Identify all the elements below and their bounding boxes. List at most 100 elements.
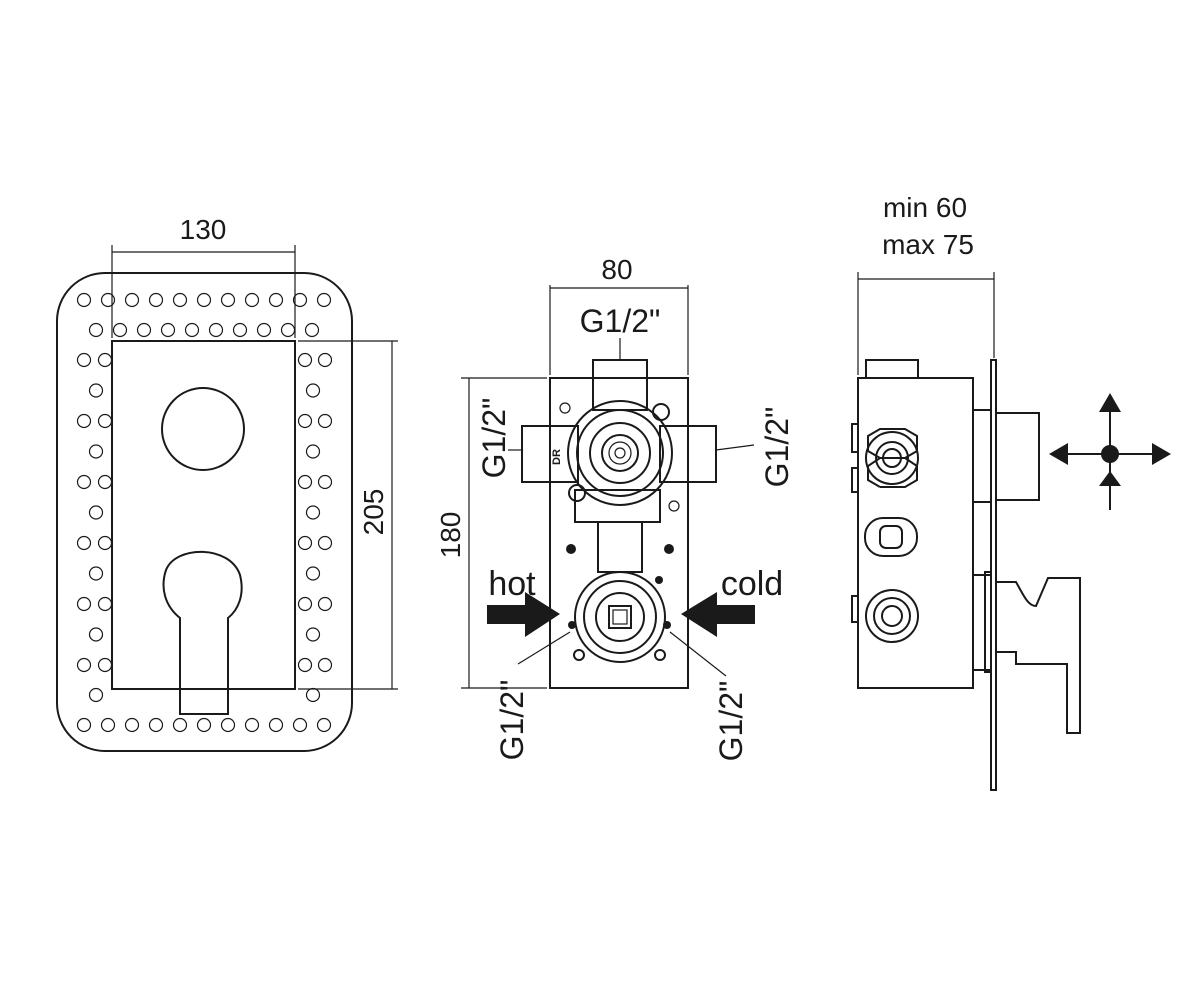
side-view: min 60 max 75 (851, 192, 1171, 791)
mounting-hole (88, 566, 104, 581)
mounting-hole (256, 322, 272, 338)
mounting-hole (100, 292, 116, 308)
mounting-hole (297, 474, 313, 490)
mounting-hole (97, 474, 113, 490)
mounting-hole (184, 322, 200, 338)
mounting-hole (317, 413, 333, 429)
diverter-knob-side (995, 412, 1040, 501)
mounting-hole (268, 717, 284, 733)
mounting-hole (88, 383, 104, 398)
movement-cross-icon (1049, 393, 1171, 510)
mounting-hole (97, 657, 113, 673)
mounting-hole (220, 717, 236, 733)
mounting-hole (97, 352, 113, 368)
top-inlet-label: G1/2" (580, 303, 661, 339)
mounting-hole (88, 322, 104, 338)
mounting-hole (172, 717, 188, 733)
mounting-hole (196, 717, 212, 733)
height-dimension-label: 205 (358, 489, 389, 536)
mounting-hole (297, 596, 313, 612)
mounting-hole (317, 474, 333, 490)
mounting-hole (148, 717, 164, 733)
mounting-hole (124, 292, 140, 308)
lever-side (995, 577, 1081, 734)
cover-plate (56, 272, 353, 752)
mounting-hole (268, 292, 284, 308)
mounting-hole (292, 717, 308, 733)
mounting-hole (208, 322, 224, 338)
mixer-lever (162, 550, 243, 715)
mounting-hole (305, 566, 321, 581)
mixer-neck (597, 521, 643, 573)
top-stub (865, 359, 919, 379)
diverter-knob (161, 387, 245, 471)
hot-arrow-icon (487, 592, 560, 637)
mounting-hole (97, 596, 113, 612)
mounting-hole (317, 596, 333, 612)
mounting-hole (76, 292, 92, 308)
mounting-hole (172, 292, 188, 308)
depth-max-label: max 75 (882, 229, 974, 260)
right-outlet-stub (659, 425, 717, 483)
mounting-hole (232, 322, 248, 338)
left-outlet-label: G1/2" (476, 398, 512, 479)
mounting-hole (317, 657, 333, 673)
mounting-hole (148, 292, 164, 308)
mounting-hole-pattern (76, 292, 333, 733)
mounting-hole (280, 322, 296, 338)
mounting-hole (305, 444, 321, 459)
inner-panel (111, 340, 296, 690)
mounting-hole (304, 322, 320, 338)
mounting-hole (316, 292, 332, 308)
mounting-hole (100, 717, 116, 733)
mounting-hole (76, 717, 92, 733)
mounting-hole (196, 292, 212, 308)
cold-label: cold (721, 565, 783, 603)
mounting-hole (297, 413, 313, 429)
mounting-hole (124, 717, 140, 733)
cold-arrow-icon (681, 592, 755, 637)
mounting-hole (76, 474, 92, 490)
mounting-hole (76, 413, 92, 429)
mounting-hole (305, 627, 321, 642)
mounting-hole (112, 322, 128, 338)
mounting-hole (220, 292, 236, 308)
mounting-hole (88, 627, 104, 642)
mounting-plate (549, 377, 689, 689)
mounting-hole (88, 444, 104, 459)
mounting-hole (88, 505, 104, 520)
side-bracket (864, 517, 918, 557)
mounting-hole (244, 717, 260, 733)
mounting-hole (88, 687, 104, 703)
mounting-hole (297, 657, 313, 673)
mounting-hole (244, 292, 260, 308)
mounting-hole (76, 657, 92, 673)
width-dimension-label: 130 (180, 214, 227, 245)
diverter-valve (576, 409, 664, 497)
mounting-hole (297, 352, 313, 368)
mounting-hole (76, 596, 92, 612)
mounting-hole (76, 352, 92, 368)
mounting-hole (292, 292, 308, 308)
marking-text: DR (551, 449, 563, 465)
depth-min-label: min 60 (883, 192, 967, 223)
mounting-hole (316, 717, 332, 733)
box-width-label: 80 (601, 254, 632, 285)
front-view: 130 205 (56, 214, 398, 752)
right-outlet-label: G1/2" (759, 407, 795, 488)
concealed-box-view: DR 80 G1/2" 180 G1/2" G1/2" hot cold G1/… (435, 254, 795, 761)
mounting-hole (317, 352, 333, 368)
mounting-hole (97, 535, 113, 551)
mounting-hole (305, 383, 321, 398)
mounting-hole (136, 322, 152, 338)
valve-body (857, 377, 974, 689)
mounting-hole (97, 413, 113, 429)
cold-inlet-label: G1/2" (713, 681, 749, 762)
hot-label: hot (488, 565, 536, 603)
box-height-label: 180 (435, 512, 466, 559)
mounting-hole (297, 535, 313, 551)
mixer-cartridge (583, 580, 657, 654)
mounting-hole (76, 535, 92, 551)
mounting-hole (305, 505, 321, 520)
